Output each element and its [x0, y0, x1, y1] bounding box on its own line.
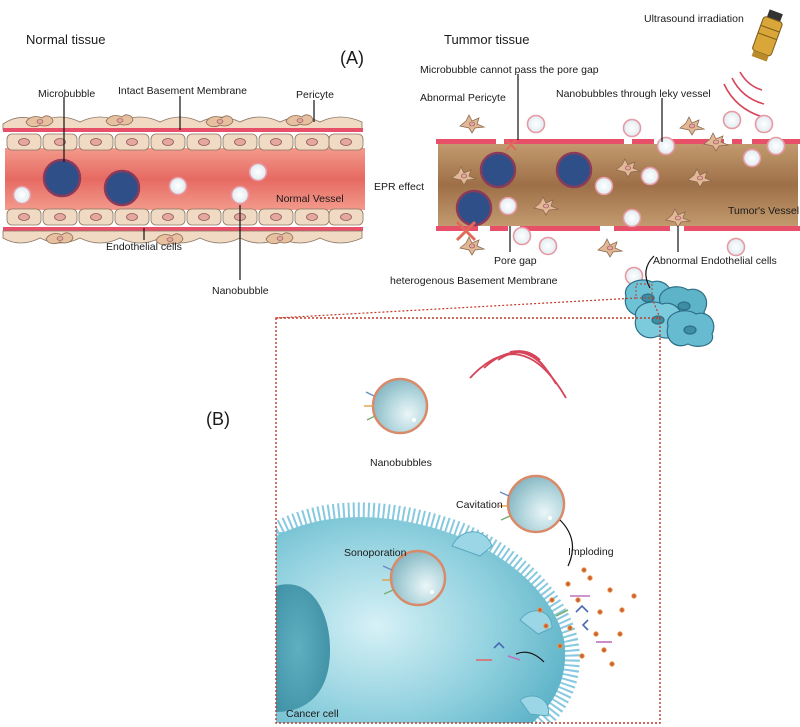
nanobubble	[230, 185, 250, 205]
blocked-x-icon	[505, 139, 517, 151]
abnormal-pericyte	[597, 238, 623, 258]
imploding-label: Imploding	[568, 546, 614, 558]
abnormal-pericyte-label: Abnormal Pericyte	[420, 92, 506, 104]
normal-vessel-top-wall	[2, 114, 364, 151]
cavitation-bubble	[499, 474, 566, 534]
ultrasound-label: Ultrasound irradiation	[644, 13, 744, 25]
pore-gap-label: Pore gap	[494, 255, 537, 267]
cavitation-label: Cavitation	[456, 499, 503, 511]
tumor-microbubble	[479, 151, 517, 189]
tumor-cell-cluster	[624, 279, 715, 347]
normal-vessel-label: Normal Vessel	[276, 193, 344, 205]
ultrasound-waves-b	[469, 350, 567, 399]
hetero-membrane-top	[436, 139, 800, 144]
nanobubble	[12, 185, 32, 205]
imploding-burst	[537, 567, 637, 667]
abnormal-pericyte	[459, 236, 485, 256]
hetero-membrane-label: heterogenous Basement Membrane	[390, 275, 558, 287]
microbubble	[42, 158, 82, 198]
tumor-microbubble	[455, 189, 493, 227]
molecules-entering	[476, 641, 521, 661]
normal-vessel-bottom-wall	[2, 208, 364, 246]
panel-b-marker: (B)	[206, 409, 230, 429]
ultrasound-transducer	[751, 9, 783, 62]
blocked-x-icon	[455, 220, 477, 242]
panel-b-frame	[275, 317, 661, 724]
cancer-cell-nucleus	[276, 584, 330, 712]
entry-arrow	[515, 651, 545, 663]
cancer-cell-body	[276, 517, 566, 723]
imploding-arrow	[559, 519, 574, 567]
zoom-connector-right	[651, 297, 661, 319]
sonoporation-label: Sonoporation	[344, 547, 407, 559]
cell-membrane-bilayer	[276, 502, 580, 723]
membrane-protrusions	[451, 531, 553, 717]
pericyte-label: Pericyte	[296, 89, 334, 101]
zoom-connector-left	[275, 297, 637, 319]
tumor-vessel-label: Tumor's Vessel	[728, 205, 799, 217]
nanobubble	[248, 162, 268, 182]
nanobubble-big	[364, 377, 429, 435]
endothelial-label: Endothelial cells	[106, 241, 182, 253]
panel-a-marker: (A)	[340, 48, 364, 68]
normal-tissue-title: Normal tissue	[26, 32, 105, 47]
hetero-membrane-bottom	[436, 226, 800, 231]
nanobubbles-label: Nanobubbles	[370, 457, 432, 469]
tumor-microbubble	[555, 151, 593, 189]
nanobubble-label: Nanobubble	[212, 285, 269, 297]
abnormal-endothelial-label: Abnormal Endothelial cells	[653, 255, 777, 267]
cancer-cell-label: Cancer cell	[286, 708, 339, 720]
cannot-pass-label: Microbubble cannot pass the pore gap	[420, 64, 599, 76]
tumor-tissue-title: Tummor tissue	[444, 32, 529, 47]
abnormal-pericyte	[459, 114, 485, 134]
abnormal-pericyte	[679, 116, 705, 136]
leaky-label: Nanobubbles through leky vessel	[556, 88, 711, 100]
sonoporation-bubble	[382, 549, 447, 607]
microbubble-label: Microbubble	[38, 88, 95, 100]
intact-membrane-label: Intact Basement Membrane	[118, 85, 247, 97]
microbubble	[103, 169, 141, 207]
normal-tissue-panel: Normal tissue	[2, 32, 365, 297]
zoom-box	[635, 283, 653, 299]
nanobubble	[168, 176, 188, 196]
epr-effect-label: EPR effect	[374, 181, 424, 193]
arrow-to-cells	[645, 255, 655, 289]
tumor-tissue-panel: Tummor tissue Ultrasound irradiation	[390, 9, 800, 347]
